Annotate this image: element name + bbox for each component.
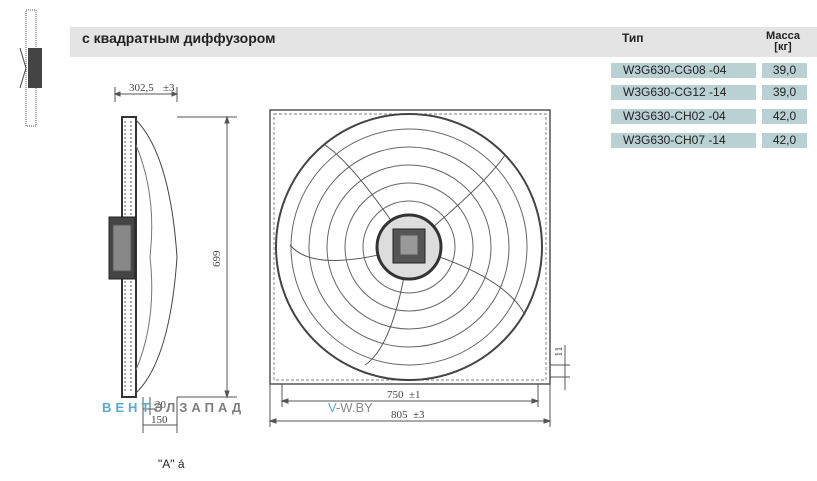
row-type: W3G630-CG08 -04 (611, 63, 756, 78)
dim-20: 20 (155, 399, 167, 411)
watermark-part3: ЗАПАД (179, 400, 246, 415)
dim-depth: 302,5 (129, 82, 154, 94)
column-header-mass: Масса [кг] (762, 31, 804, 53)
dim-750: 750 (387, 389, 404, 401)
dim-805: 805 (391, 409, 408, 421)
row-type: W3G630-CH02 -04 (611, 109, 756, 124)
watermark-logo: ВЕНТЭЛЗАПАД (102, 400, 245, 415)
dim-height: 699 (211, 250, 223, 267)
footnote: "A" á (158, 457, 185, 471)
row-mass: 39,0 (762, 85, 807, 100)
watermark-url-rest: -W.BY (335, 400, 373, 415)
row-mass: 39,0 (762, 63, 807, 78)
watermark-part1: ВЕНТ (102, 400, 154, 415)
header-bar (70, 27, 817, 57)
row-type: W3G630-CH07 -14 (611, 133, 756, 148)
section-title: с квадратным диффузором (82, 30, 276, 46)
fan-thumbnail (18, 8, 44, 128)
column-header-mass-unit: [кг] (774, 41, 792, 53)
technical-drawing: 302,5 ±3 699 20 150 750 ±1 805 ±3 11 (95, 75, 595, 437)
row-type: W3G630-CG12 -14 (611, 85, 756, 100)
watermark-part2: ЭЛ (153, 400, 180, 415)
watermark-url: V-W.BY (328, 400, 373, 415)
dim-805-tol: ±3 (413, 409, 425, 421)
watermark-url-v: V (328, 400, 336, 415)
row-mass: 42,0 (762, 109, 807, 124)
dim-150: 150 (151, 414, 168, 426)
dim-11: 11 (553, 346, 565, 357)
dim-depth-tol: ±3 (163, 82, 175, 94)
side-view (108, 87, 237, 433)
row-mass: 42,0 (762, 133, 807, 148)
dim-750-tol: ±1 (409, 389, 421, 401)
column-header-mass-label: Масса (766, 30, 800, 42)
front-view (268, 109, 570, 427)
column-header-type: Тип (622, 31, 644, 45)
